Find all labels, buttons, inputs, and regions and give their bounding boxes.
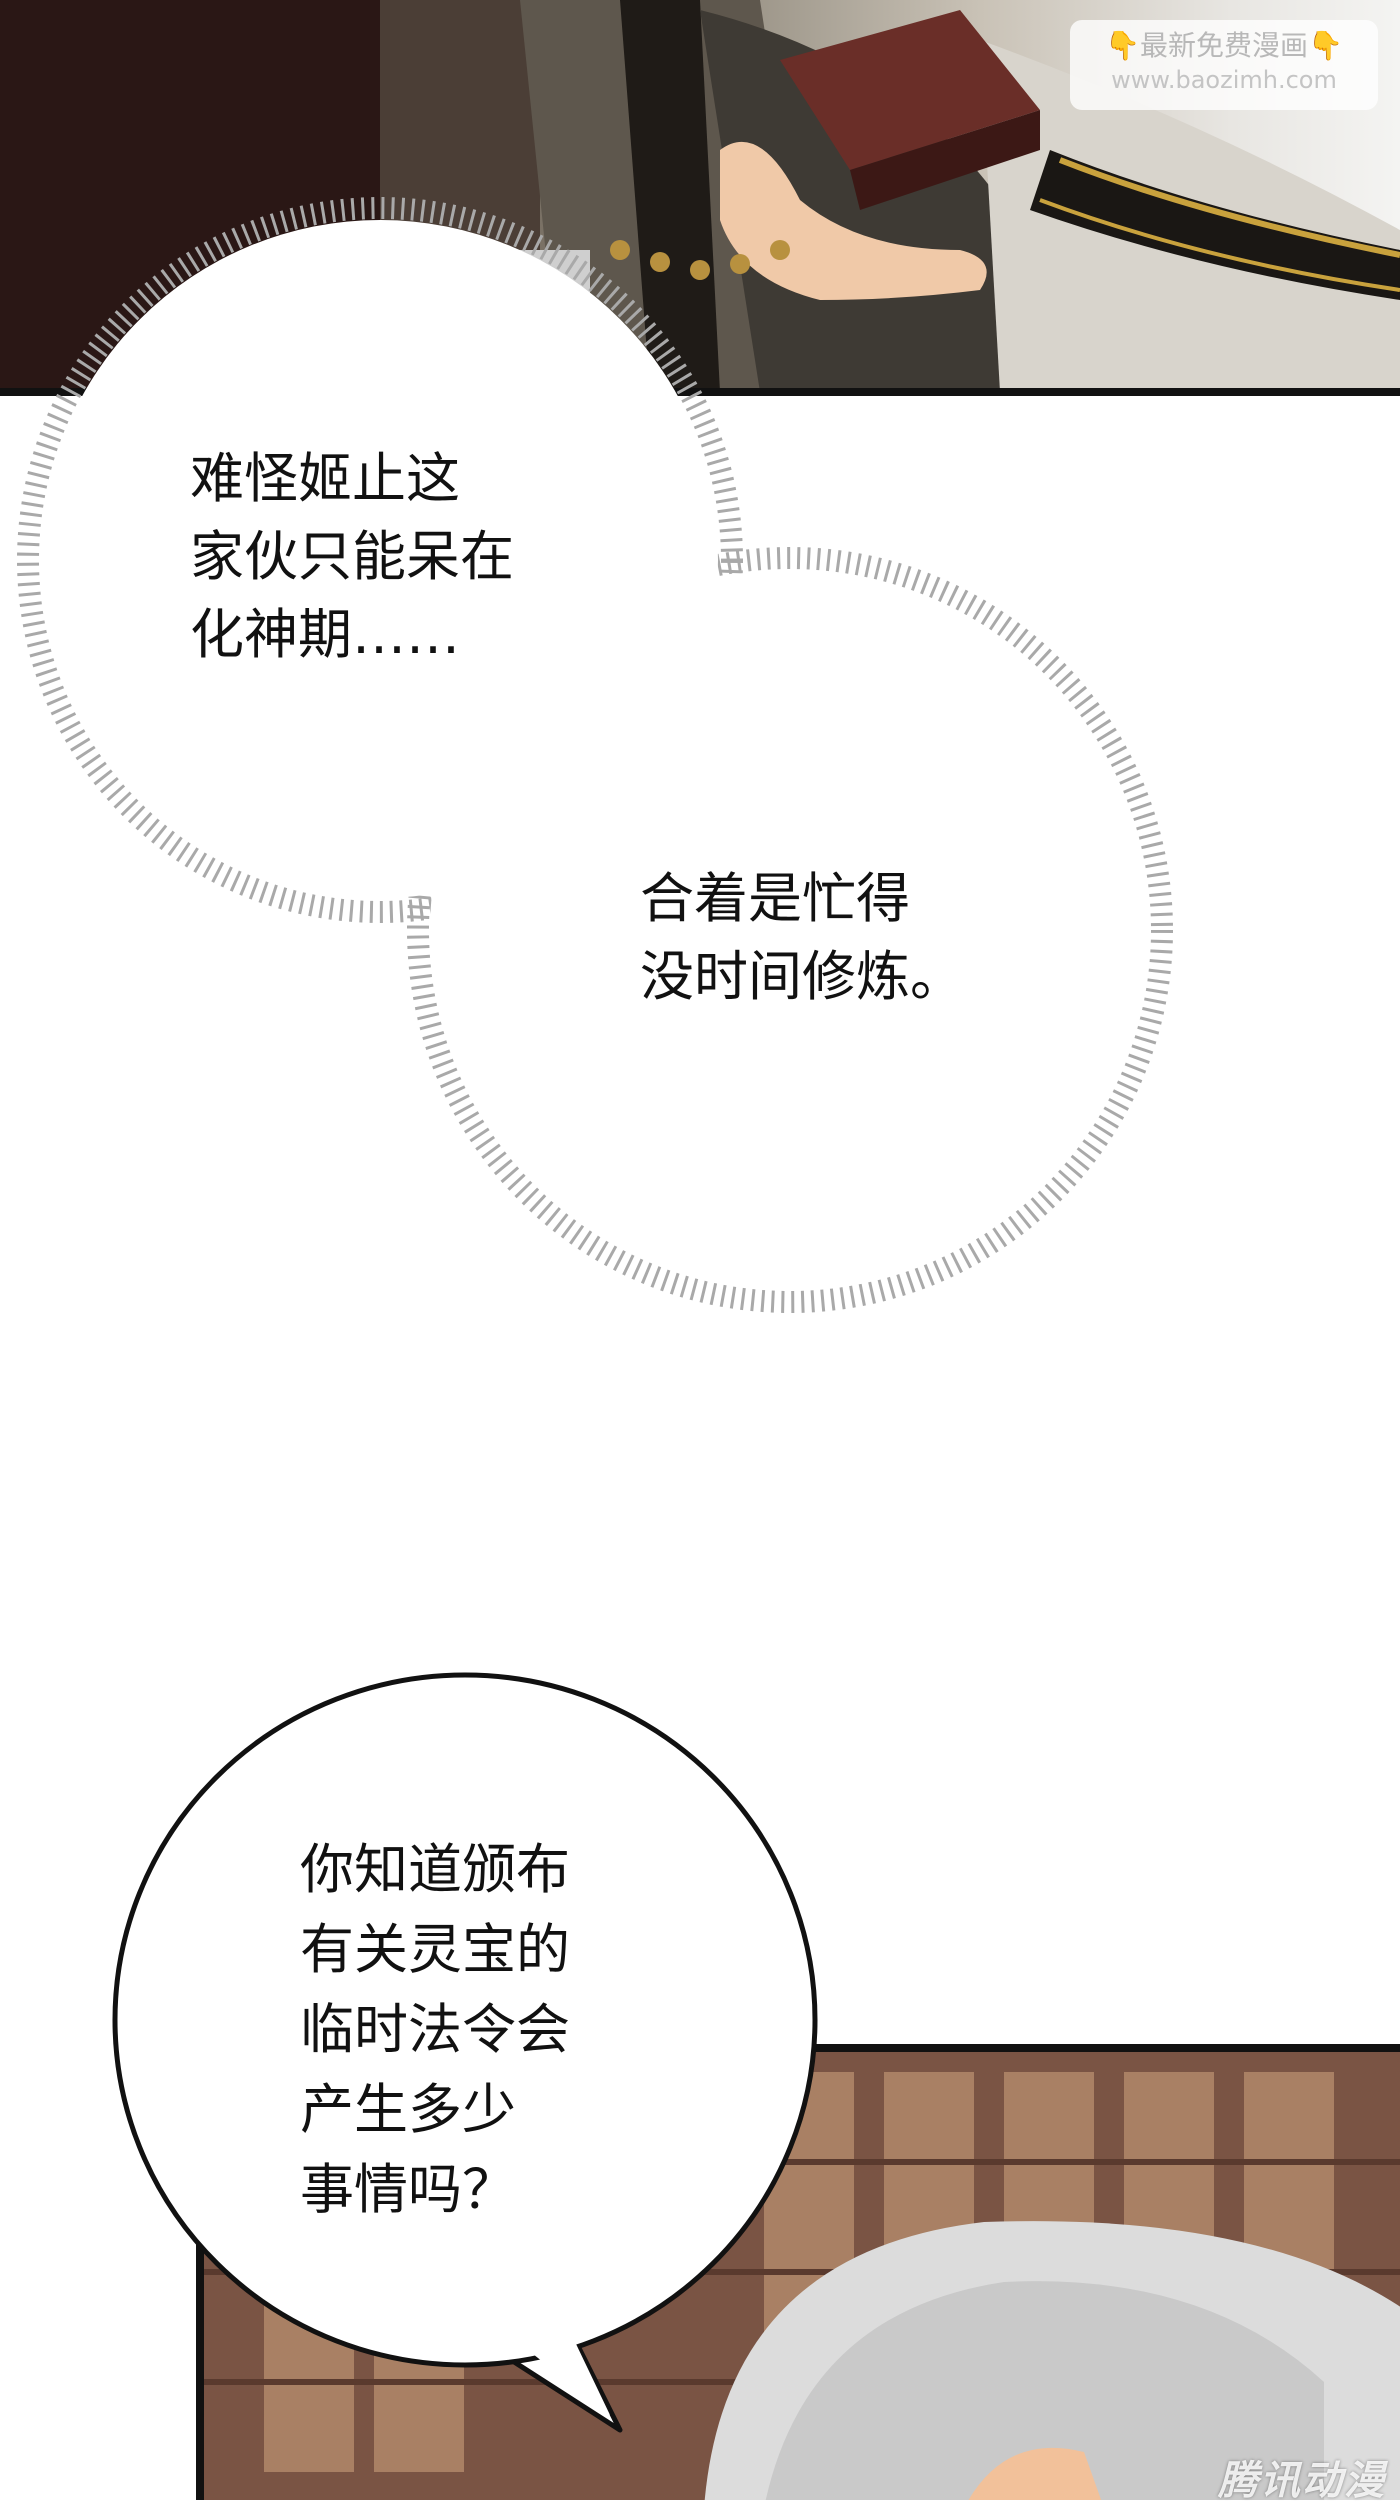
thought-bubble-1-text: 难怪姬止这 家伙只能呆在 化神期…… [190,447,514,666]
speech-bubble-text: 你知道颁布 有关灵宝的 临时法令会 产生多少 事情吗？ [300,1838,570,2221]
speech-bubble [112,1672,818,2433]
top-panel-illustration [0,0,1400,392]
watermark-badge: 👇最新免费漫画👇 www.baozimh.com [1070,20,1378,110]
thought-bubble-2-text: 合着是忙得 没时间修炼。 [640,867,964,1008]
thought-bubbles-svg [17,197,1173,1313]
watermark-url: www.baozimh.com [1111,66,1337,94]
publisher-logo: 腾讯动漫 [1218,2458,1386,2504]
watermark-title: 👇最新免费漫画👇 [1105,29,1343,62]
speech-bubble-svg [112,1672,818,2433]
